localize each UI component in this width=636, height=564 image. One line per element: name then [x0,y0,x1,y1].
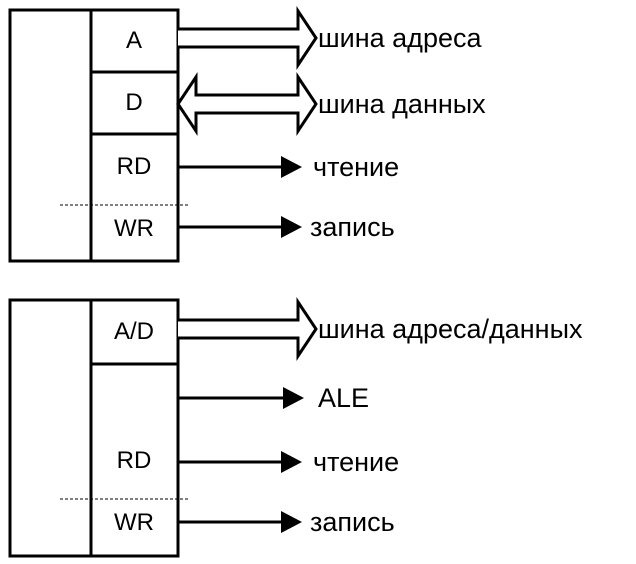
read-arrowhead [281,156,302,178]
chip-body [8,298,180,558]
multiplexed-bus-diagram: A/D RD WR шина адреса/данных ALE чтение … [8,297,583,558]
pin-label-read: RD [117,153,152,180]
signal-label-read: чтение [313,447,399,477]
pin-label-address-data: A/D [114,318,154,345]
pin-label-write: WR [114,509,154,536]
write-arrowhead [281,216,302,238]
separate-bus-diagram: A D RD WR шина адреса шина данных чтение… [8,6,486,263]
pin-label-read: RD [117,447,152,474]
write-arrowhead [281,511,302,533]
data-bus-arrow [176,72,318,136]
signal-label-write: запись [310,507,395,537]
signal-label-address-bus: шина адреса [318,23,482,53]
address-bus-arrow [178,6,318,70]
signal-label-read: чтение [313,152,399,182]
ale-arrowhead [283,387,304,409]
signal-label-address-data-bus: шина адреса/данных [318,314,583,344]
pin-label-write: WR [114,215,154,242]
pin-label-address: A [126,27,142,54]
address-data-bus-arrow [178,297,318,361]
signal-label-write: запись [310,212,395,242]
pin-label-data: D [125,89,142,116]
signal-label-ale: ALE [318,383,369,413]
signal-label-data-bus: шина данных [318,89,486,119]
read-arrowhead [281,451,302,473]
